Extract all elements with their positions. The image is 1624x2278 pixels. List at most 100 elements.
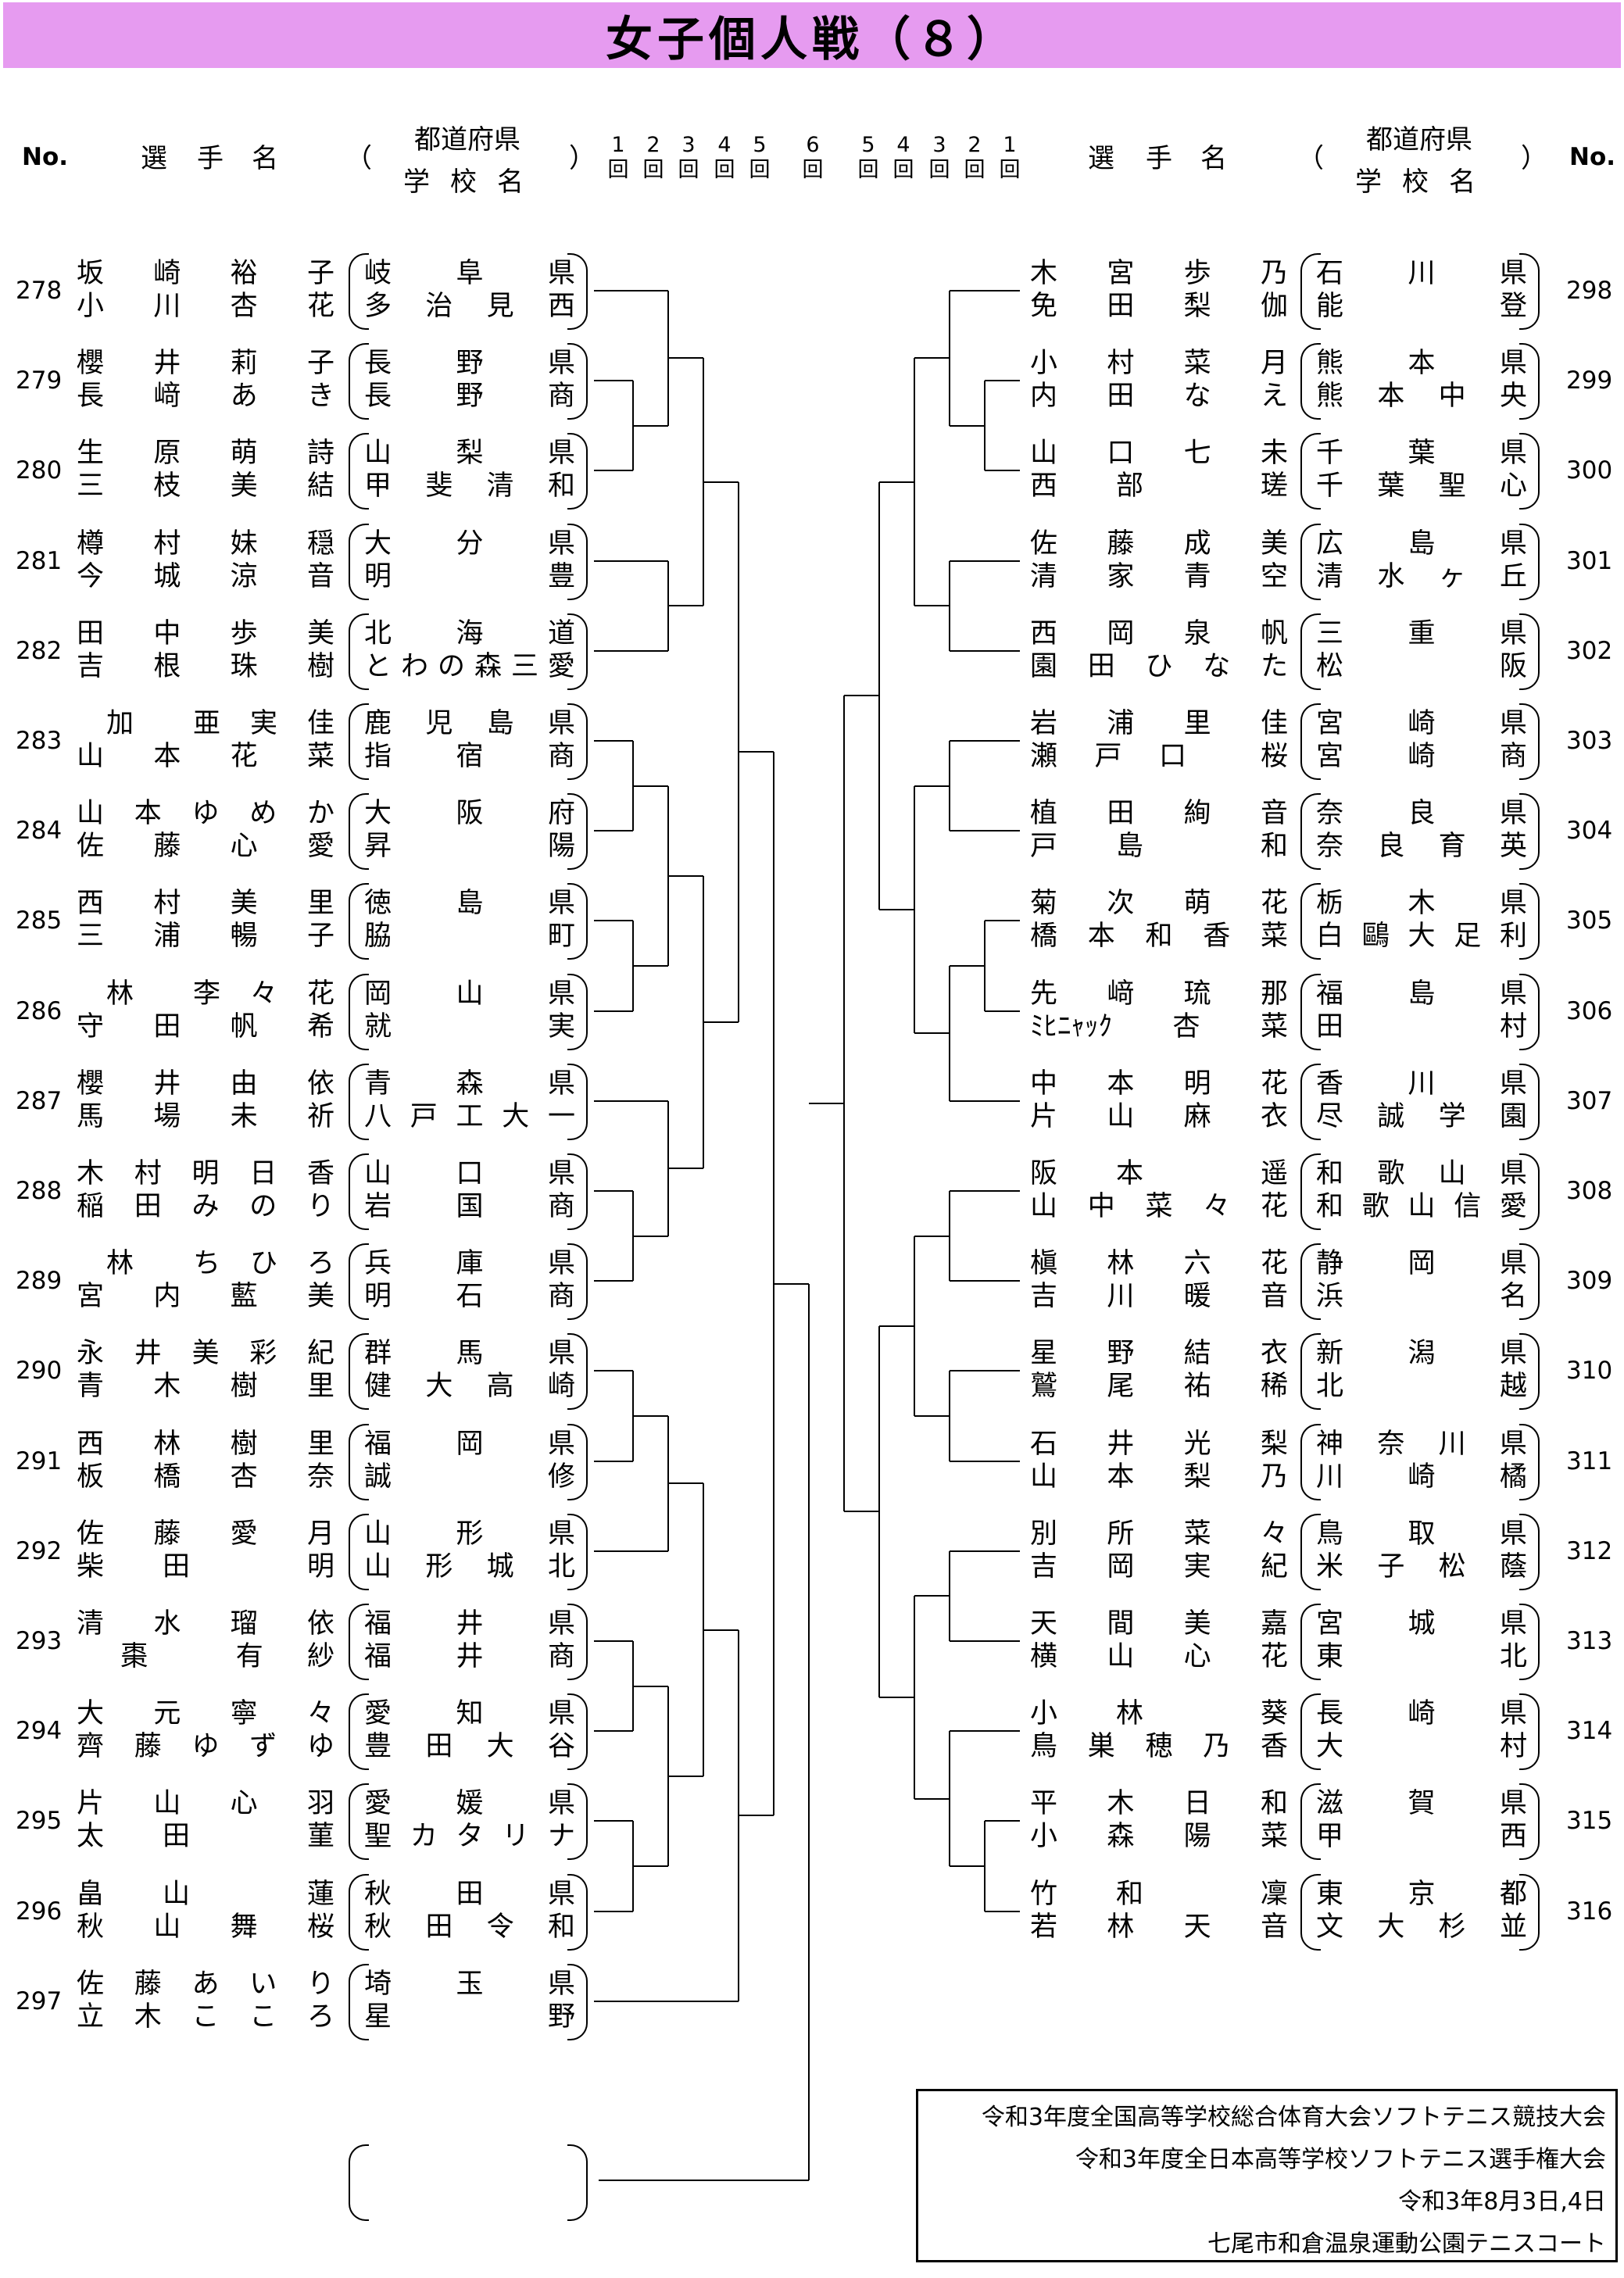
player-name: 阪本遥 (1030, 1157, 1288, 1191)
char: 明 (306, 1550, 334, 1582)
bracket-line (914, 605, 950, 607)
char: 若 (1030, 1911, 1058, 1943)
info-line-3: 令和3年8月3日,4日 (1398, 2188, 1606, 2215)
char: 秋 (364, 1911, 392, 1943)
char: 和 (1116, 1878, 1144, 1910)
char: 広 (1316, 527, 1344, 560)
school-name: 東北 (1316, 1640, 1527, 1674)
player-name: 佐藤愛月 (77, 1517, 334, 1551)
info-line-1: 令和3年度全国高等学校総合体育大会ソフトテニス競技大会 (981, 2104, 1606, 2131)
char: 乃 (1203, 1731, 1231, 1763)
char: 阪 (456, 798, 484, 830)
char: 崎 (1408, 1461, 1436, 1493)
char: 誠 (364, 1461, 392, 1493)
paren-right (1519, 1783, 1540, 1861)
char: 熊 (1316, 348, 1344, 380)
char: 奈 (1377, 1428, 1405, 1460)
header-paren-close-left: ） (569, 143, 596, 174)
char: 中 (1030, 1067, 1058, 1100)
player-name: 小川杏花 (77, 289, 334, 324)
prefecture-name: 静岡県 (1316, 1246, 1527, 1281)
char: 杉 (1438, 1911, 1466, 1943)
char: 井 (134, 1338, 162, 1370)
char: 昇 (364, 831, 392, 863)
char: 岡 (456, 1428, 484, 1460)
char: み (191, 1191, 220, 1222)
paren-right (1519, 1063, 1540, 1140)
char: 鹿 (364, 708, 392, 739)
school-name: 脇町 (364, 919, 575, 953)
round-label: 回 (642, 158, 664, 183)
char: 山 (364, 1518, 392, 1550)
char: 齊 (77, 1731, 105, 1763)
prefecture-name: 青森県 (364, 1067, 575, 1101)
char: ひ (1145, 650, 1173, 682)
prefecture-name: 栃木県 (1316, 886, 1527, 921)
char: 別 (1030, 1518, 1058, 1550)
char: 々 (1203, 1191, 1231, 1222)
char: 鳥 (1030, 1731, 1058, 1763)
char: 木 (77, 1158, 105, 1189)
char: 花 (1260, 1248, 1288, 1280)
char: 村 (153, 527, 181, 560)
entry-number: 288 (16, 1177, 63, 1205)
round-label: 回 (678, 158, 699, 183)
bracket-line (950, 1865, 985, 1867)
char: 那 (1260, 978, 1288, 1010)
entry-number: 284 (16, 817, 63, 846)
char: 埼 (364, 1968, 392, 2000)
char: 庫 (456, 1248, 484, 1280)
char: 穂 (1145, 1731, 1173, 1763)
player-name: 齊藤ゆずゆ (77, 1729, 334, 1764)
char: 西 (77, 1428, 105, 1460)
player-name: 大元寧々 (77, 1697, 334, 1731)
char: 蓮 (306, 1878, 334, 1910)
char: 菜 (1183, 1518, 1211, 1550)
paren-right (1519, 1693, 1540, 1771)
header-school-1: 学 (403, 166, 430, 198)
prefecture-name: 兵庫県 (364, 1246, 575, 1281)
char: 本 (153, 741, 181, 772)
char: 口 (1107, 438, 1135, 470)
prefecture-name: 愛知県 (364, 1697, 575, 1731)
char: 熊 (1316, 381, 1344, 413)
char: 滋 (1316, 1788, 1344, 1820)
char: の (437, 650, 465, 682)
bracket-line (594, 1100, 668, 1102)
prefecture-name: 岡山県 (364, 977, 575, 1011)
entry-number: 291 (16, 1447, 63, 1475)
paren-right (567, 793, 588, 871)
paren-right (567, 1604, 588, 1680)
char: 三 (77, 921, 105, 953)
paren-right (1519, 343, 1540, 420)
player-name: 小村菜月 (1030, 346, 1288, 381)
entry-number: 313 (1566, 1627, 1613, 1655)
prefecture-name: 長野県 (364, 346, 575, 381)
round-label: 回 (749, 158, 771, 183)
school-name: 長野商 (364, 379, 575, 413)
player-name: 吉根珠樹 (77, 649, 334, 684)
char: 里 (1183, 708, 1211, 739)
char: 井 (153, 348, 181, 380)
header-player-2: 手 (197, 143, 224, 174)
char: 福 (364, 1641, 392, 1672)
char: 佐 (77, 831, 105, 863)
player-name: 若林天音 (1030, 1910, 1288, 1944)
char: 足 (1454, 921, 1482, 953)
char: 村 (134, 1158, 162, 1189)
char: 藤 (153, 1518, 181, 1550)
bracket-line (594, 1370, 633, 1372)
paren-right (567, 1333, 588, 1411)
char: 宮 (77, 1281, 105, 1313)
header-pref-right: 都道府県 (1366, 124, 1472, 156)
round-number: 5 (861, 133, 875, 157)
